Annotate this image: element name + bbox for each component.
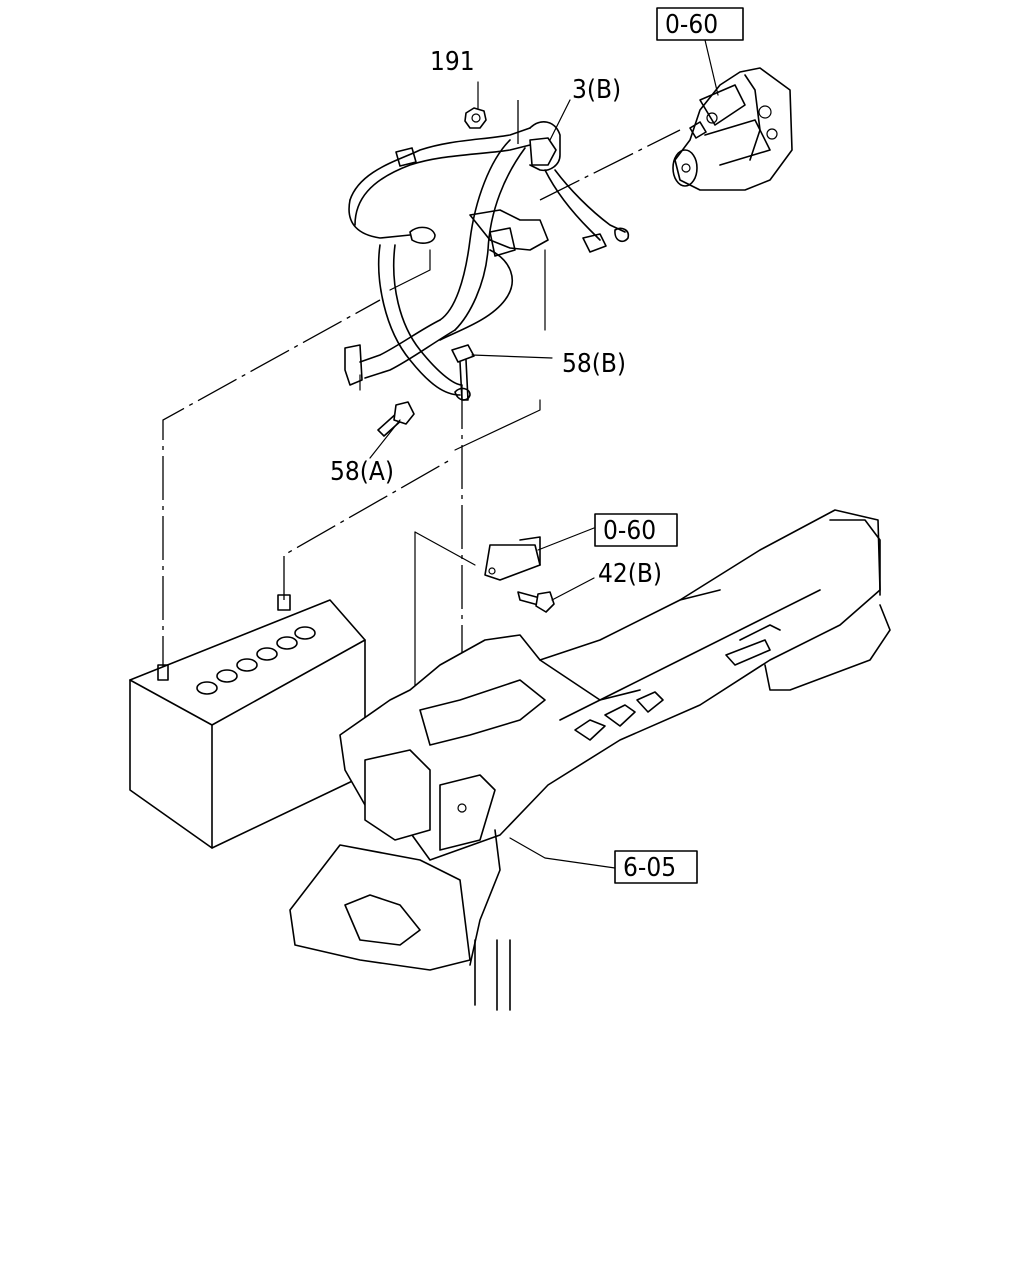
bolt-58a bbox=[377, 401, 415, 437]
ref-starter-label: 0-60 bbox=[665, 10, 718, 40]
battery bbox=[129, 594, 366, 849]
alignment-lines bbox=[162, 100, 681, 810]
ref-box-starter[interactable]: 0-60 bbox=[656, 7, 744, 41]
nut-191 bbox=[464, 107, 487, 129]
bracket-42b bbox=[484, 536, 555, 613]
ref-bracket-label: 0-60 bbox=[603, 516, 656, 546]
callout-58b: 58(B) bbox=[562, 349, 626, 379]
ref-frame-label: 6-05 bbox=[623, 853, 676, 883]
leader-lines bbox=[369, 39, 719, 869]
ref-box-bracket[interactable]: 0-60 bbox=[594, 513, 678, 547]
wiring-harness bbox=[344, 121, 630, 401]
frame-chassis bbox=[289, 509, 891, 1011]
callout-191: 191 bbox=[430, 47, 475, 77]
callout-58a: 58(A) bbox=[330, 457, 394, 487]
ref-box-frame[interactable]: 6-05 bbox=[614, 850, 698, 884]
callout-42b: 42(B) bbox=[598, 559, 662, 589]
starter-motor bbox=[672, 67, 793, 191]
callout-3b: 3(B) bbox=[572, 75, 621, 105]
bolt-58b bbox=[451, 344, 475, 401]
